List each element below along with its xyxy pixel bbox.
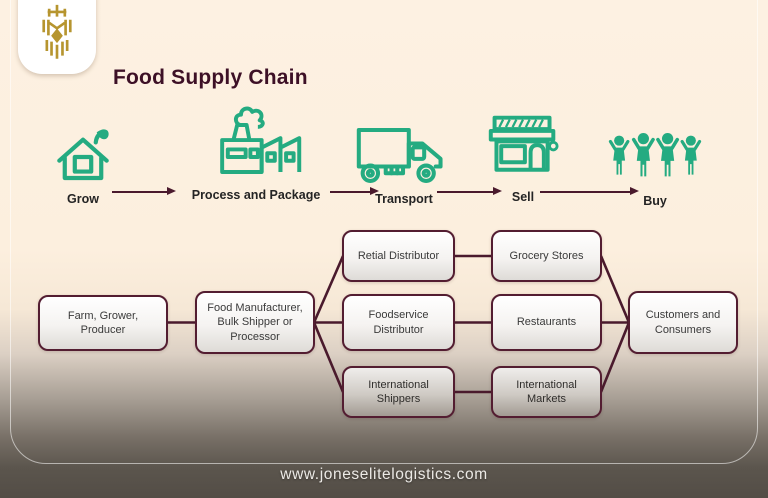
stage-process: Process and Package: [192, 104, 320, 202]
people-icon: [608, 132, 702, 177]
flow-arrow-transport-sell: [437, 187, 502, 196]
stage-label-grow: Grow: [67, 192, 99, 206]
flow-node-grocery-stores: Grocery Stores: [491, 230, 602, 282]
stage-transport: Transport: [344, 108, 464, 206]
flow-node-international-shippers: International Shippers: [342, 366, 455, 418]
flow-arrow-process-transport: [330, 187, 379, 196]
flow-node-international-markets: International Markets: [491, 366, 602, 418]
stage-label-sell: Sell: [511, 190, 535, 204]
truck-icon: [356, 127, 443, 183]
footer-website-url: www.joneselitelogistics.com: [280, 466, 488, 483]
flow-arrow-grow-process: [112, 187, 176, 196]
factory-icon: [220, 106, 302, 174]
stage-label-buy: Buy: [643, 194, 667, 208]
stage-buy: Buy: [607, 110, 703, 208]
flow-node-restaurants: Restaurants: [491, 294, 602, 351]
lion-crown-emblem-icon: [42, 4, 72, 59]
house-leaf-icon: [57, 129, 109, 181]
flow-node-customers: Customers and Consumers: [628, 291, 738, 354]
flow-arrow-sell-buy: [540, 187, 639, 196]
storefront-icon: [488, 115, 559, 172]
stage-sell: Sell: [483, 106, 563, 204]
flow-node-manufacturer: Food Manufacturer, Bulk Shipper or Proce…: [195, 291, 315, 354]
page-title: Food Supply Chain: [113, 66, 308, 89]
flow-node-retail-distributor: Retial Distributor: [342, 230, 455, 282]
flow-node-foodservice-distributor: Foodservice Distributor: [342, 294, 455, 351]
stage-grow: Grow: [40, 108, 126, 206]
company-logo: [18, 0, 96, 74]
stage-label-transport: Transport: [375, 192, 433, 206]
stage-label-process: Process and Package: [191, 188, 321, 202]
flow-node-farm: Farm, Grower, Producer: [38, 295, 168, 351]
